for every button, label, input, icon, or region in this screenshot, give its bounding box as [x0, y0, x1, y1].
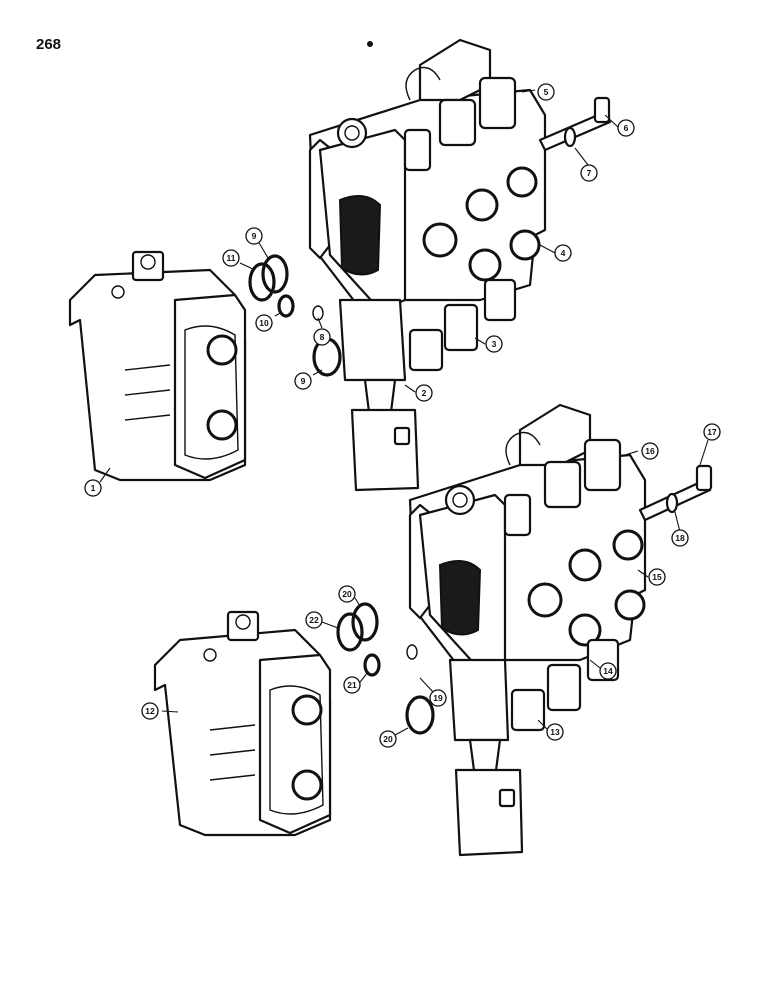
callout-21: 21	[343, 676, 361, 694]
callout-label: 20	[383, 734, 393, 744]
callout-17: 17	[703, 423, 721, 441]
valve-body-upper	[308, 38, 612, 492]
callout-label: 14	[603, 666, 613, 676]
callout-label: 2	[422, 388, 427, 398]
inlet-section-upper	[68, 250, 247, 482]
page-number: 268	[36, 36, 62, 53]
callout-label: 9	[252, 231, 257, 241]
callout-22: 22	[305, 611, 323, 629]
callout-9-upper: 9	[245, 227, 263, 245]
callout-14: 14	[599, 662, 617, 680]
callout-label: 19	[433, 693, 443, 703]
callout-label: 22	[309, 615, 319, 625]
callout-label: 18	[675, 533, 685, 543]
callout-label: 7	[587, 168, 592, 178]
callout-16: 16	[641, 442, 659, 460]
callout-label: 5	[544, 87, 549, 97]
callout-20-lower: 20	[379, 730, 397, 748]
leader-lines	[99, 89, 709, 736]
callout-15: 15	[648, 568, 666, 586]
callout-label: 11	[227, 253, 236, 263]
registration-dot	[367, 41, 373, 47]
callout-label: 21	[347, 680, 357, 690]
callout-label: 4	[561, 248, 566, 258]
seal-rings-lower	[336, 602, 435, 735]
callout-label: 6	[624, 123, 629, 133]
callout-6: 6	[617, 119, 635, 137]
callout-19: 19	[429, 689, 447, 707]
valve-body-lower	[408, 403, 713, 857]
callout-5: 5	[537, 83, 555, 101]
callout-label: 17	[707, 427, 717, 437]
callout-label: 20	[342, 589, 352, 599]
callout-label: 15	[652, 572, 662, 582]
inlet-section-lower	[153, 610, 332, 837]
callout-label: 12	[145, 706, 155, 716]
callout-4: 4	[554, 244, 572, 262]
callout-2: 2	[415, 384, 433, 402]
callout-12: 12	[141, 702, 159, 720]
callout-3: 3	[485, 335, 503, 353]
callout-20-upper: 20	[338, 585, 356, 603]
callout-8: 8	[313, 328, 331, 346]
callout-10: 10	[255, 314, 273, 332]
callout-7: 7	[580, 164, 598, 182]
callout-label: 13	[550, 727, 560, 737]
callout-label: 9	[301, 376, 306, 386]
callout-label: 3	[492, 339, 497, 349]
callout-label: 16	[645, 446, 655, 456]
callout-11: 11	[222, 249, 240, 267]
callout-1: 1	[84, 479, 102, 497]
callout-13: 13	[546, 723, 564, 741]
callout-9-lower: 9	[294, 372, 312, 390]
callout-label: 10	[259, 318, 269, 328]
callout-18: 18	[671, 529, 689, 547]
callout-label: 1	[91, 483, 96, 493]
callout-label: 8	[320, 332, 325, 342]
